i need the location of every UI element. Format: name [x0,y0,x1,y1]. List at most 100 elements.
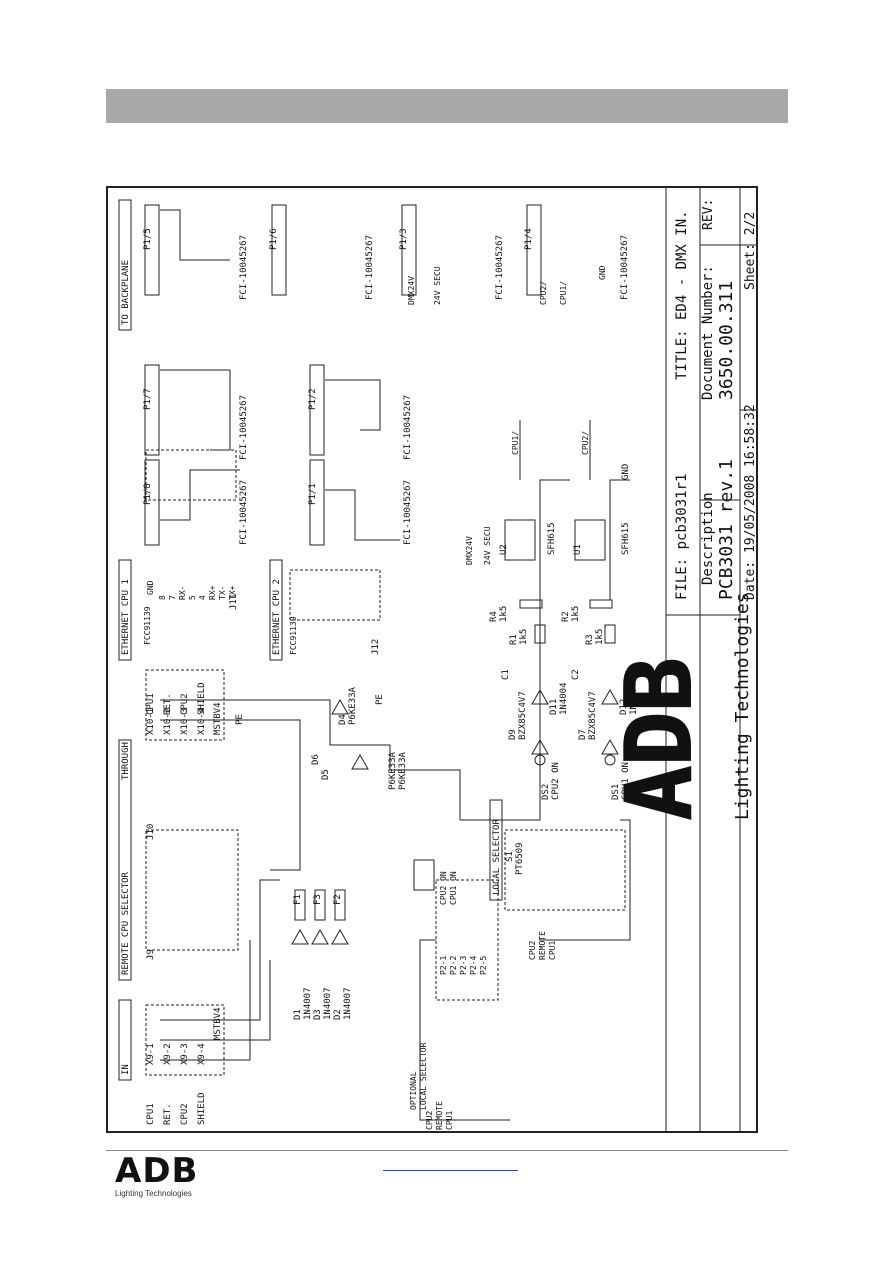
r3-value: 1k5 [595,629,605,645]
fci-label-7: FCI-10045267 [495,235,505,300]
d4-label: D4 [338,714,348,725]
r2-value: 1k5 [571,606,581,622]
d4-part: P6KE33A [348,686,358,725]
eth-pin-7: 7 [168,595,177,600]
header-p1-8: P1/8 [143,483,153,505]
title-value: ED4 - DMX IN. [674,210,690,320]
p2-pin-1: P2-1 [439,956,448,975]
date-label: Date: 19/05/2008 16:58:32 [743,404,758,600]
eth-pin-txplus: TX+ [228,585,237,600]
left-signal-cpu2: CPU2 [180,1103,190,1125]
fci-label-1: FCI-10045267 [239,235,249,300]
x10-pin-3: X10-3 [180,708,190,735]
remote-label-remote: REMOTE [538,931,547,960]
net-cpu1-p14: CPU1/ [559,281,568,305]
header-bar [106,89,788,123]
c1-label: C1 [501,669,511,680]
eth-pin-rxminus: RX- [178,586,187,600]
j11-label: J11 [229,594,239,610]
p2-pin-3: P2-3 [459,956,468,975]
opt-label-cpu1: CPU1 [445,1111,454,1130]
j9-label: J9 [146,949,156,960]
fcc-label-eth2: FCC91139 [289,616,298,655]
p2-pin-2: P2-2 [449,956,458,975]
net-dmx24v: DMX24V [465,536,474,565]
fci-label-3: FCI-10045267 [239,480,249,545]
d2-part: 1N4007 [343,987,353,1020]
d1-label: D1 [293,1009,303,1020]
r4-value: 1k5 [499,606,509,622]
gnd-eth1: GND [146,580,155,595]
description-label: Description [700,492,716,585]
right-signal-ret: RET. [163,693,173,715]
x9-pin-1: X9-1 [146,1043,156,1065]
u2-part: SFH615 [547,522,557,555]
d3-part: 1N4007 [323,987,333,1020]
net-24v-secu-p13: 24V SECU [433,266,442,305]
eth-pin-4: 4 [198,595,207,600]
right-signal-cpu1: CPU1 [146,693,156,715]
eth-pin-8: 8 [158,595,167,600]
section-ethernet-cpu2: ETHERNET CPU 2 [272,579,282,655]
sheet-label: Sheet: 2/2 [743,212,758,290]
x10-pin-2: X10-2 [163,708,173,735]
header-p1-1: P1/1 [308,483,318,505]
fci-label-8: FCI-10045267 [620,235,630,300]
optional-label-1: OPTIONAL [409,1071,418,1110]
switch-s1: S1 [505,851,515,862]
x9-pin-4: X9-4 [197,1043,207,1065]
u1-part: SFH615 [621,522,631,555]
left-signal-shield: SHIELD [197,1092,207,1125]
j12-label: J12 [371,639,381,655]
f2-label: F2 [333,894,343,905]
eth-pin-txminus: TX- [218,586,227,600]
x10-pin-4: X10-4 [197,708,207,735]
c2-label: C2 [571,669,581,680]
document-value: 3650.00.311 [716,281,737,400]
net-cpu2-on: CPU2 ON [439,871,448,905]
net-dmx24v-p13: DMX24V [407,276,416,305]
r2-label: R2 [561,611,571,622]
x9-pin-3: X9-3 [180,1043,190,1065]
file-label: FILE: pcb3031r1 [674,474,690,600]
document-label: Document Number: [700,265,716,400]
remote-label-cpu1: CPU1 [548,941,557,960]
fci-label-2: FCI-10045267 [239,395,249,460]
d11-part: 1N4004 [559,682,569,715]
description-value: PCB3031 rev.1 [716,459,737,600]
ds1-desc: CPU1 ON [621,762,631,800]
mstbv4-in: MSTBV4 [213,1007,223,1040]
r1-value: 1k5 [519,629,529,645]
d12-label: D12 [619,699,629,715]
right-signal-cpu2: CPU2 [180,693,190,715]
d1-part: 1N4007 [303,987,313,1020]
x9-pin-2: X9-2 [163,1043,173,1065]
d9-label: D9 [508,729,518,740]
header-p1-4: P1/4 [524,228,534,250]
section-remote-cpu-selector: REMOTE CPU SELECTOR [121,871,131,975]
fci-label-6: FCI-10045267 [403,480,413,545]
section-ethernet-cpu1: ETHERNET CPU 1 [121,579,131,655]
d2-label: D2 [333,1009,343,1020]
d7-label: D7 [578,729,588,740]
header-p1-2: P1/2 [308,388,318,410]
left-signal-ret: RET. [163,1103,173,1125]
header-p1-5: P1/5 [143,228,153,250]
net-24v-secu: 24V SECU [483,526,492,565]
footer-logo: ADB [115,1151,199,1191]
ds1-label: DS1 [611,784,621,800]
d6-label: D6 [311,754,321,765]
gnd-opto: GND [621,464,631,480]
d9-part: BZX85C4V7 [518,691,528,740]
net-cpu2-p14: CPU2/ [539,281,548,305]
pe-label-2: PE [235,714,245,725]
footer-link[interactable] [383,1170,518,1171]
net-cpu1: CPU1/ [511,431,520,455]
net-cpu1-on: CPU1 ON [449,871,458,905]
section-local-selector: LOCAL SELECTOR [492,819,502,895]
fcc-label-eth1: FCC91139 [143,606,152,645]
f1-label: F1 [293,894,303,905]
d12-part: 1N4004 [629,682,639,715]
u2-label: U2 [499,544,509,555]
d7-part: BZX85C4V7 [588,691,598,740]
